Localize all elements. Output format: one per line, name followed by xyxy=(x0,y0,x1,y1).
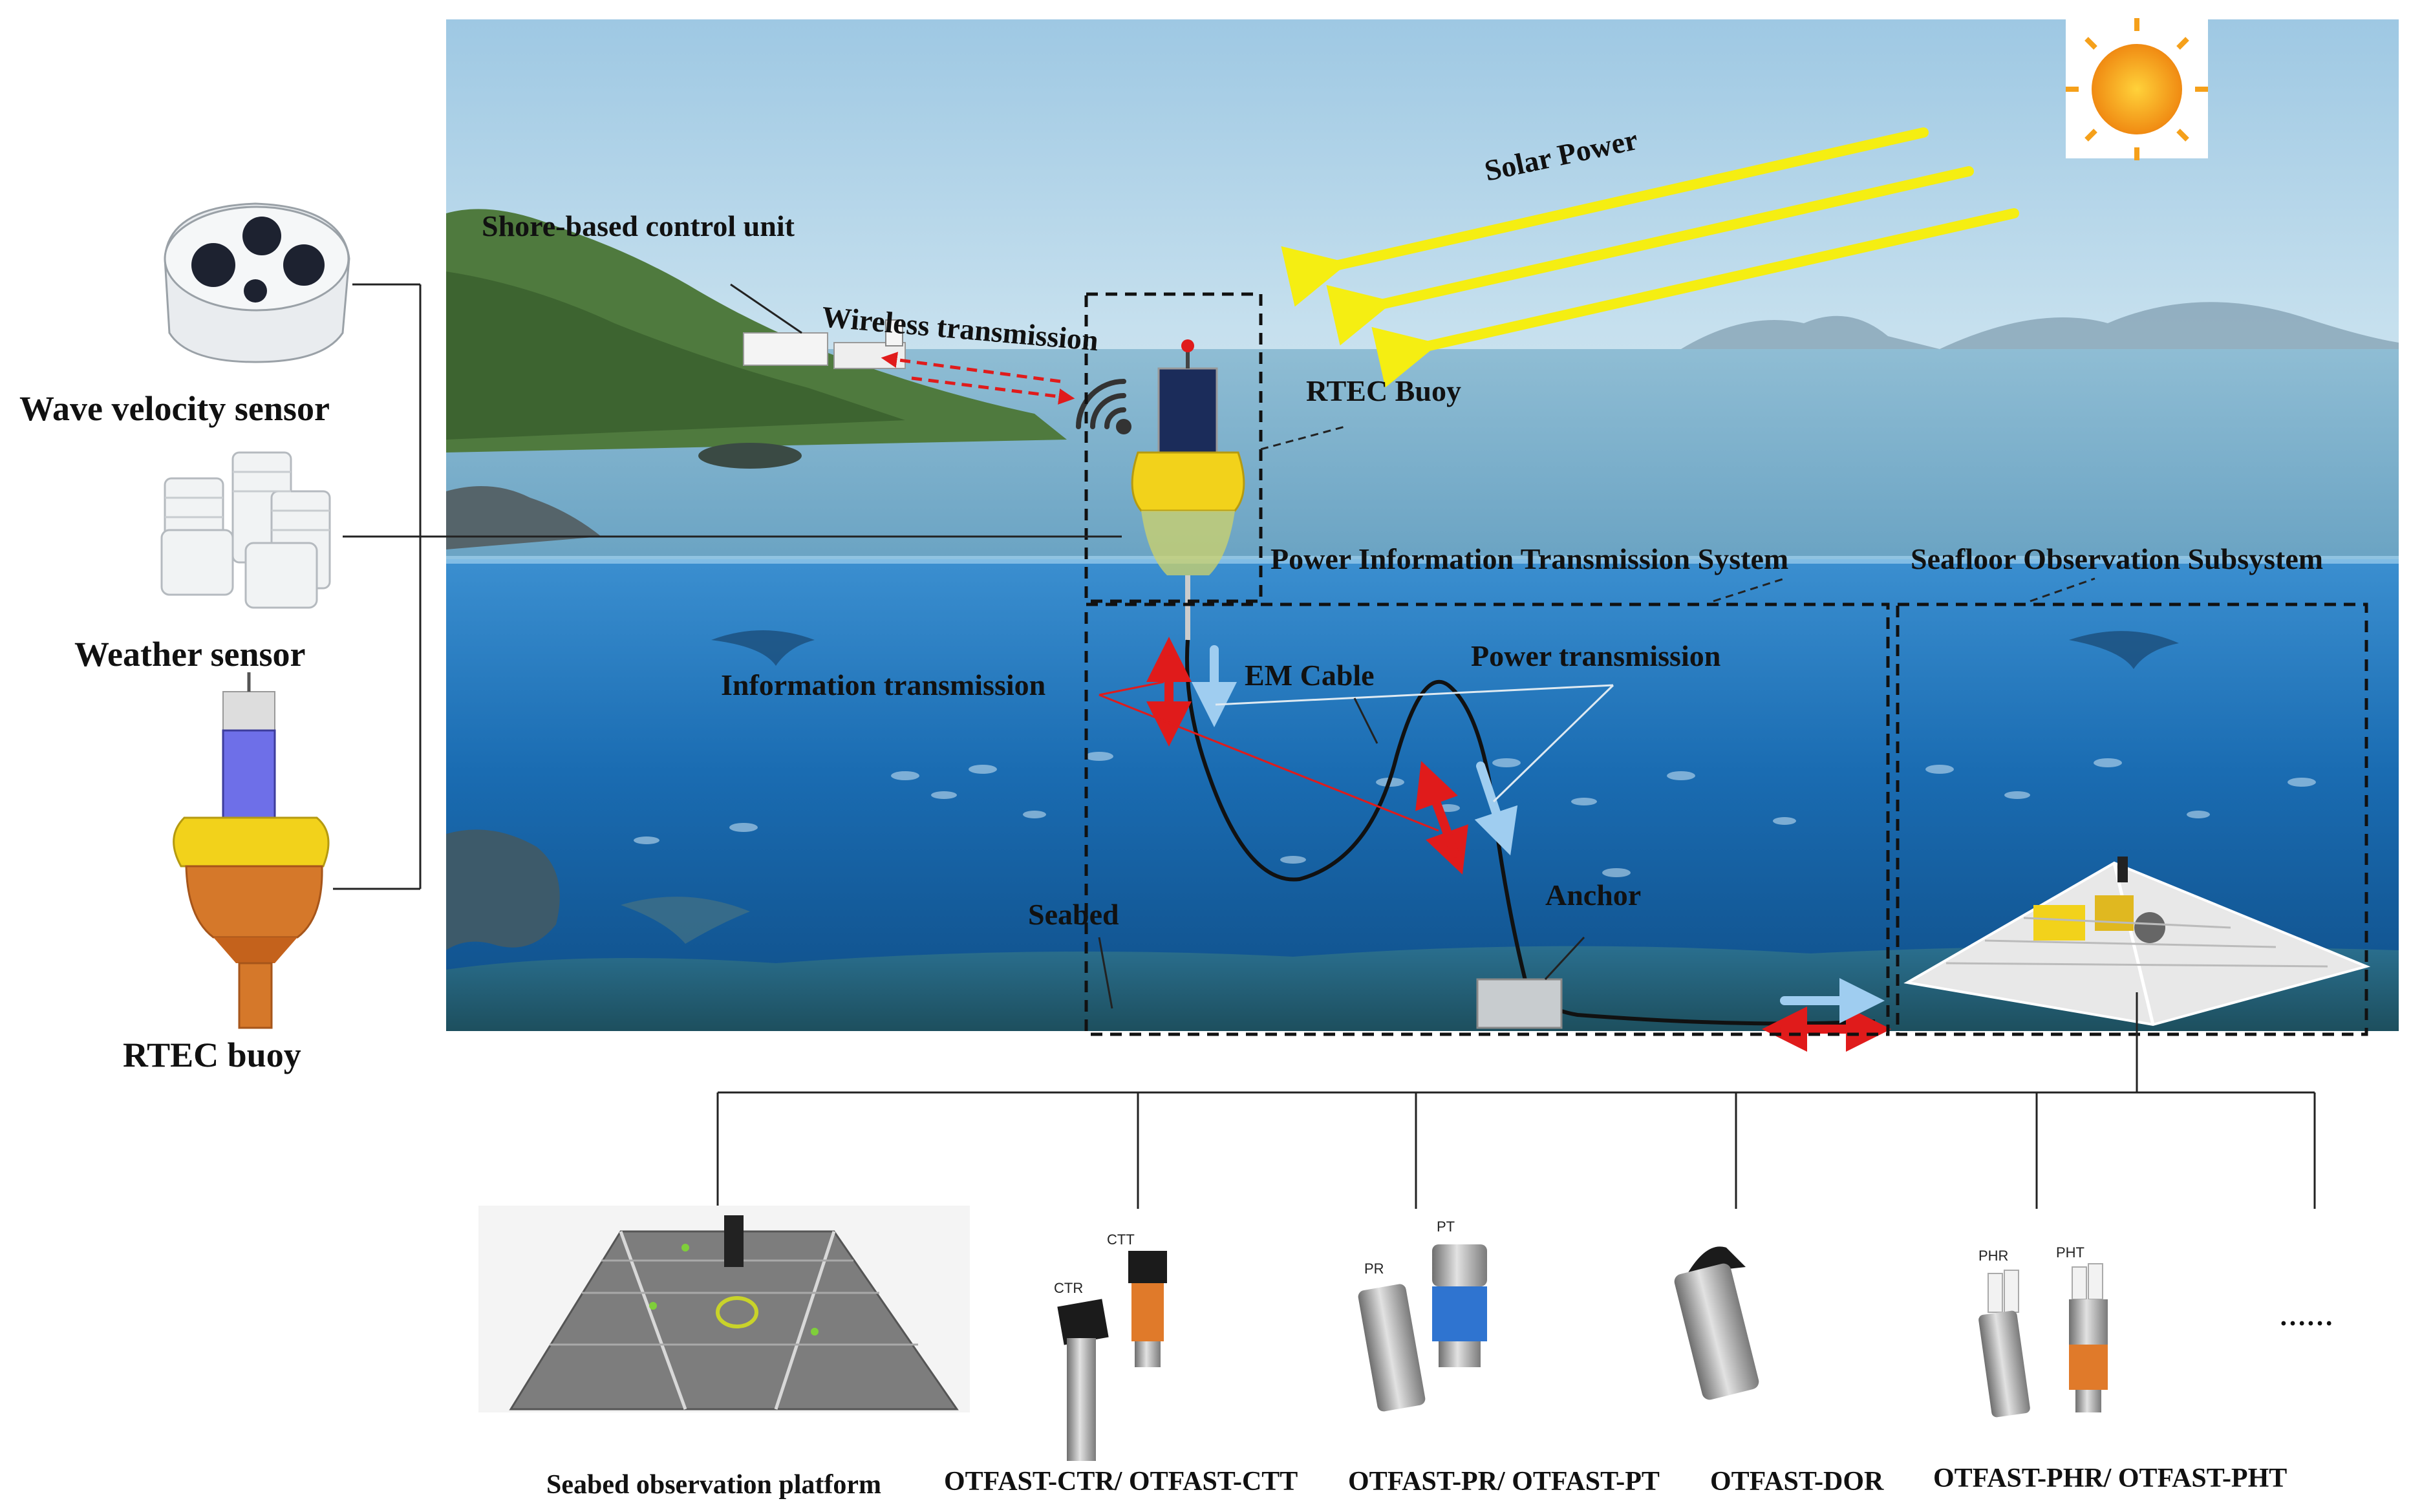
power-leaders xyxy=(1215,684,1614,803)
label-rtec-buoy-side: RTEC buoy xyxy=(123,1036,301,1074)
seabed-floor xyxy=(446,946,2399,1031)
label-ellipsis: …… xyxy=(2279,1302,2333,1332)
rock-island xyxy=(698,443,802,469)
buoy-dashed-box xyxy=(1084,292,1263,603)
label-info-transmission: Information transmission xyxy=(721,668,1045,701)
sensor-tree xyxy=(716,992,2316,1209)
solar-ray-2 xyxy=(1326,166,1974,346)
wave-velocity-sensor-image xyxy=(164,202,350,363)
shore-hill-shade xyxy=(446,272,905,440)
tag-pht: PHT xyxy=(2056,1244,2084,1261)
stingray xyxy=(621,897,750,944)
label-shore-unit: Shore-based control unit xyxy=(482,209,795,242)
solar-ray-1 xyxy=(1281,127,1929,307)
label-anchor: Anchor xyxy=(1545,878,1641,911)
rtec-buoy-image xyxy=(173,672,330,1029)
weather-sensor-image xyxy=(160,451,331,609)
label-platform: Seabed observation platform xyxy=(546,1470,881,1500)
label-em-cable: EM Cable xyxy=(1245,659,1375,692)
info-leaders xyxy=(1098,681,1439,832)
tag-ctr: CTR xyxy=(1054,1280,1083,1296)
power-info-dashed-box xyxy=(1084,602,1890,1036)
tag-pt: PT xyxy=(1437,1219,1455,1235)
label-power-transmission: Power transmission xyxy=(1471,639,1720,672)
wireless-arrows xyxy=(881,352,1075,405)
lighthouse xyxy=(885,319,903,346)
label-power-info-system: Power Information Transmission System xyxy=(1270,542,1788,575)
label-pr-pt: OTFAST-PR/ OTFAST-PT xyxy=(1348,1467,1660,1496)
label-ctr-ctt: OTFAST-CTR/ OTFAST-CTT xyxy=(944,1467,1298,1496)
anchor-block xyxy=(1476,978,1563,1029)
distant-islands xyxy=(1681,302,2399,362)
underwater-rocks xyxy=(446,829,560,950)
label-weather-sensor: Weather sensor xyxy=(74,635,305,674)
tag-pr: PR xyxy=(1364,1261,1384,1277)
shore-rocks xyxy=(446,486,601,549)
information-arrows xyxy=(1146,637,1891,1052)
tag-ctt: CTT xyxy=(1107,1231,1135,1248)
phr-pht-image xyxy=(1978,1263,2108,1418)
em-cable xyxy=(1184,639,1876,1026)
scene-leaders xyxy=(730,283,2095,1009)
side-devices: Wave velocity sensor Weather sensor xyxy=(19,202,1122,1074)
manta-ray-2 xyxy=(2069,631,2179,669)
label-seafloor-subsystem: Seafloor Observation Subsystem xyxy=(1911,542,2323,575)
label-rtec-buoy-scene: RTEC Buoy xyxy=(1306,374,1461,407)
scene-platform xyxy=(1903,857,2371,1027)
platform-image xyxy=(478,1206,970,1412)
scene-buoy xyxy=(1131,339,1245,640)
wireless-icon xyxy=(1076,379,1131,434)
shore-building xyxy=(743,332,828,366)
ctr-ctt-image xyxy=(1057,1251,1167,1461)
manta-ray xyxy=(711,630,815,666)
label-phr-pht: OTFAST-PHR/ OTFAST-PHT xyxy=(1933,1464,2287,1493)
solar-ray-3 xyxy=(1371,208,2019,388)
dor-image xyxy=(1674,1246,1759,1400)
side-bracket xyxy=(333,283,1122,890)
label-seabed: Seabed xyxy=(1028,898,1119,931)
label-wave-velocity-sensor: Wave velocity sensor xyxy=(19,389,330,428)
waterline xyxy=(446,556,2399,564)
sun-icon xyxy=(2066,18,2208,160)
seafloor-dashed-box xyxy=(1896,602,2368,1036)
power-arrows xyxy=(1192,645,1885,1023)
fish-school xyxy=(634,752,2316,877)
tag-phr: PHR xyxy=(1978,1248,2008,1264)
ocean-scene: Solar Power Shore-based control unit Wir… xyxy=(446,18,2399,1052)
label-dor: OTFAST-DOR xyxy=(1710,1467,1884,1496)
solar-rays xyxy=(1281,127,2019,388)
pr-pt-image xyxy=(1358,1244,1487,1412)
